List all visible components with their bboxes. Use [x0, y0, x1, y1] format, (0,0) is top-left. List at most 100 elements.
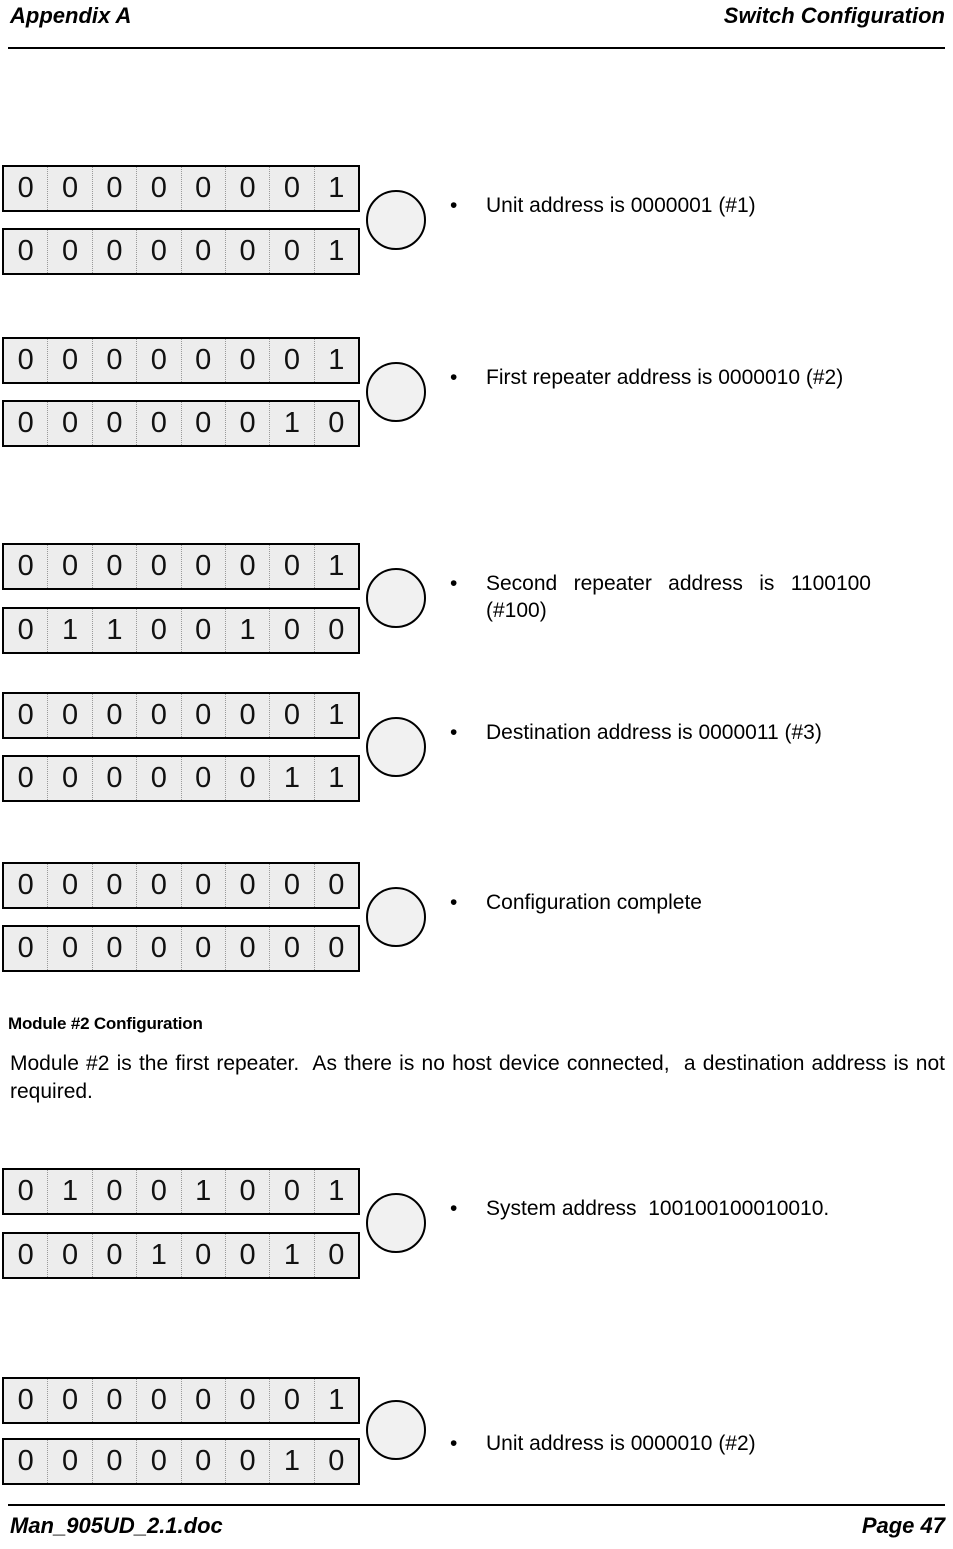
switch-cell: 0: [226, 1440, 271, 1483]
switch-cell: 0: [4, 339, 49, 382]
switch-cell: 0: [270, 927, 315, 970]
switch-cell: 0: [328, 1445, 345, 1477]
switch-cell: 0: [4, 1170, 49, 1213]
switch-cell: 0: [137, 230, 182, 273]
bullet-icon: •: [450, 1197, 458, 1220]
switch-cell: 0: [182, 339, 226, 382]
bullet-icon: •: [450, 721, 458, 744]
switch-cell: 0: [137, 694, 182, 737]
switch-cell: 0: [270, 339, 315, 382]
switch-cell: 0: [226, 694, 271, 737]
switch-cell: 1: [270, 402, 315, 445]
switch-cell: 0: [48, 167, 93, 210]
switch-cell: 1: [328, 344, 345, 376]
switch-cell: 0: [182, 1234, 226, 1277]
switch-cell: 0: [137, 757, 182, 800]
switch-cell: 0: [137, 1379, 182, 1422]
note-item: • Second repeater address is 1100100 (#1…: [450, 570, 871, 624]
switch-cell: 0: [328, 1239, 345, 1271]
switch-cell: 1: [93, 609, 138, 652]
switch-cell: 0: [270, 230, 315, 273]
switch-cell: 0: [270, 1379, 315, 1422]
switch-cell: 0: [137, 167, 182, 210]
switch-cell: 0: [4, 1379, 49, 1422]
switch-cell: 0: [226, 339, 271, 382]
switch-cell: 0: [182, 927, 226, 970]
switch-cell: 0: [48, 230, 93, 273]
bullet-icon: •: [450, 891, 458, 914]
switch-cell: 0: [4, 757, 49, 800]
section-heading: Module #2 Configuration: [8, 1014, 203, 1033]
switch-cell: 0: [4, 167, 49, 210]
switch-cell: 0: [270, 864, 315, 907]
switch-cell: 0: [226, 757, 271, 800]
switch-cell: 0: [93, 1170, 138, 1213]
switch-cell: 1: [328, 235, 345, 267]
switch-cell: 0: [182, 167, 226, 210]
switch-cell: 0: [137, 1170, 182, 1213]
switch-cell: 0: [328, 932, 345, 964]
switch-cell: 0: [4, 927, 49, 970]
switch-cell: 1: [328, 699, 345, 731]
switch-cell: 0: [226, 545, 271, 588]
switch-cell: 0: [226, 402, 271, 445]
note-item: • System address 100100100010010.: [450, 1195, 906, 1222]
switch-cell: 1: [328, 762, 345, 794]
switch-cell: 0: [48, 402, 93, 445]
bullet-icon: •: [450, 366, 458, 389]
switch-cell: 0: [182, 230, 226, 273]
switch-cell: 0: [93, 927, 138, 970]
switch-cell: 0: [93, 230, 138, 273]
switch-cell: 0: [226, 1379, 271, 1422]
body-paragraph: Module #2 is the first repeater. As ther…: [10, 1052, 951, 1103]
switch-cell: 0: [137, 402, 182, 445]
switch-cell: 0: [182, 1440, 226, 1483]
switch-cell: 0: [93, 339, 138, 382]
switch-cell: 1: [270, 1440, 315, 1483]
note-text: Destination address is 0000011 (#3): [486, 721, 822, 744]
switch-cell: 0: [182, 402, 226, 445]
switch-cell: 0: [182, 545, 226, 588]
switch-cell: 0: [182, 609, 226, 652]
switch-cell: 0: [328, 869, 345, 901]
switch-cell: 0: [93, 167, 138, 210]
note-item: • Unit address is 0000001 (#1): [450, 192, 906, 219]
switch-cell: 1: [328, 1384, 345, 1416]
switch-cell: 0: [4, 1440, 49, 1483]
switch-cell: 0: [328, 407, 345, 439]
note-text: Unit address is 0000001 (#1): [486, 194, 756, 217]
switch-cell: 0: [270, 694, 315, 737]
switch-cell: 0: [226, 1234, 271, 1277]
header-rule: [8, 47, 945, 49]
switch-cell: 0: [93, 694, 138, 737]
switch-cell: 0: [93, 1440, 138, 1483]
switch-cell: 1: [328, 550, 345, 582]
footer-page-number: Page 47: [861, 1513, 945, 1538]
switch-cell: 0: [48, 545, 93, 588]
switch-cell: 0: [4, 230, 49, 273]
selector-knob-circle: [366, 887, 426, 947]
switch-cell: 0: [270, 545, 315, 588]
switch-cell: 0: [93, 1234, 138, 1277]
note-item: • First repeater address is 0000010 (#2): [450, 364, 906, 391]
note-item: • Destination address is 0000011 (#3): [450, 719, 906, 746]
switch-cell: 1: [182, 1170, 226, 1213]
switch-cell: 0: [137, 864, 182, 907]
switch-cell: 0: [93, 757, 138, 800]
switch-cell: 0: [226, 230, 271, 273]
note-text: System address 100100100010010.: [486, 1197, 830, 1220]
